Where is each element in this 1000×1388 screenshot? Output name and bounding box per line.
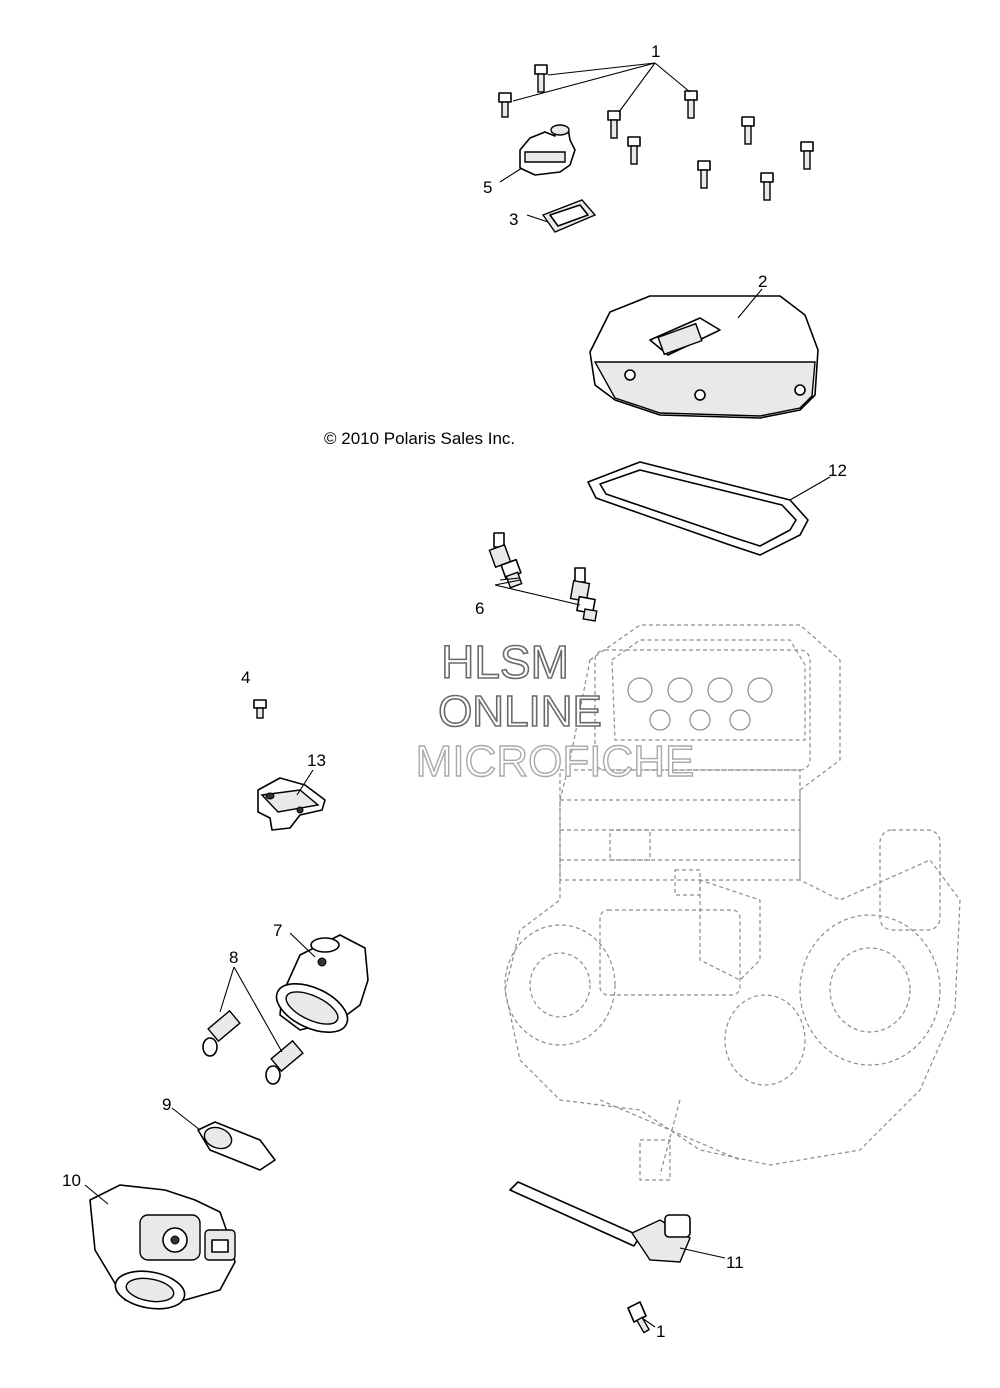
bolt (627, 136, 641, 165)
screw-part-8-left (202, 1009, 241, 1057)
callout-6: 6 (475, 599, 484, 618)
callout-1-bottom: 1 (656, 1322, 665, 1341)
watermark-line-3: MICROFICHE (416, 737, 695, 786)
leader-line (737, 288, 763, 319)
callout-10: 10 (62, 1171, 81, 1190)
leader-line (233, 966, 283, 1053)
callout-1-top: 1 (651, 42, 660, 61)
leader-line (641, 1317, 656, 1328)
bolt (800, 141, 814, 170)
leader-line (618, 62, 656, 113)
leader-line (499, 577, 521, 581)
leader-line (494, 579, 521, 586)
leader-line (289, 932, 316, 958)
leader-line (499, 167, 523, 183)
hose-clamp-part-9 (197, 1121, 276, 1171)
bolt (697, 160, 711, 189)
callout-9: 9 (162, 1095, 171, 1114)
leader-line (171, 1107, 201, 1131)
callout-13: 13 (307, 751, 326, 770)
sensor-housing-part-5 (519, 124, 576, 176)
callout-3: 3 (509, 210, 518, 229)
bolt (607, 110, 621, 139)
bolt (534, 64, 548, 93)
engine-assembly-ghost (504, 624, 961, 1181)
bolt (741, 116, 755, 145)
screw-part-8-right (265, 1039, 304, 1085)
gasket-pad-part-3 (541, 199, 597, 233)
intake-boot-part-7 (275, 934, 369, 1034)
leader-line (296, 769, 314, 796)
callout-8: 8 (229, 948, 238, 967)
leader-line (654, 62, 691, 93)
spark-plug-right (569, 567, 598, 622)
copyright-text: © 2010 Polaris Sales Inc. (324, 429, 515, 448)
bolt-part-4 (253, 699, 267, 719)
valve-cover-part-2 (589, 295, 819, 419)
callout-4: 4 (241, 668, 250, 687)
leader-line (526, 214, 549, 223)
bolt-bottom (627, 1301, 651, 1334)
callout-5: 5 (483, 178, 492, 197)
leader-line (547, 62, 656, 76)
bolt (498, 92, 512, 118)
crank-sensor-part-11 (509, 1181, 691, 1263)
callout-7: 7 (273, 921, 282, 940)
bolt-cluster-top (498, 64, 814, 201)
leader-line (679, 1247, 726, 1259)
callout-2: 2 (758, 272, 767, 291)
leader-line (84, 1184, 109, 1205)
callout-11: 11 (726, 1253, 744, 1272)
valve-cover-gasket-part-12 (587, 461, 809, 556)
leader-line (219, 966, 235, 1013)
bolt (760, 172, 774, 201)
watermark-line-1: HLSM (441, 636, 569, 688)
leader-line (512, 62, 656, 102)
throttle-body-part-10 (89, 1184, 236, 1310)
leader-line (494, 584, 581, 606)
bolt (684, 90, 698, 119)
watermark-line-2: ONLINE (438, 687, 602, 736)
callout-12: 12 (828, 461, 847, 480)
watermark: HLSM ONLINE MICROFICHE (415, 635, 695, 787)
map-sensor-part-13 (257, 777, 326, 831)
leader-line (789, 476, 831, 501)
